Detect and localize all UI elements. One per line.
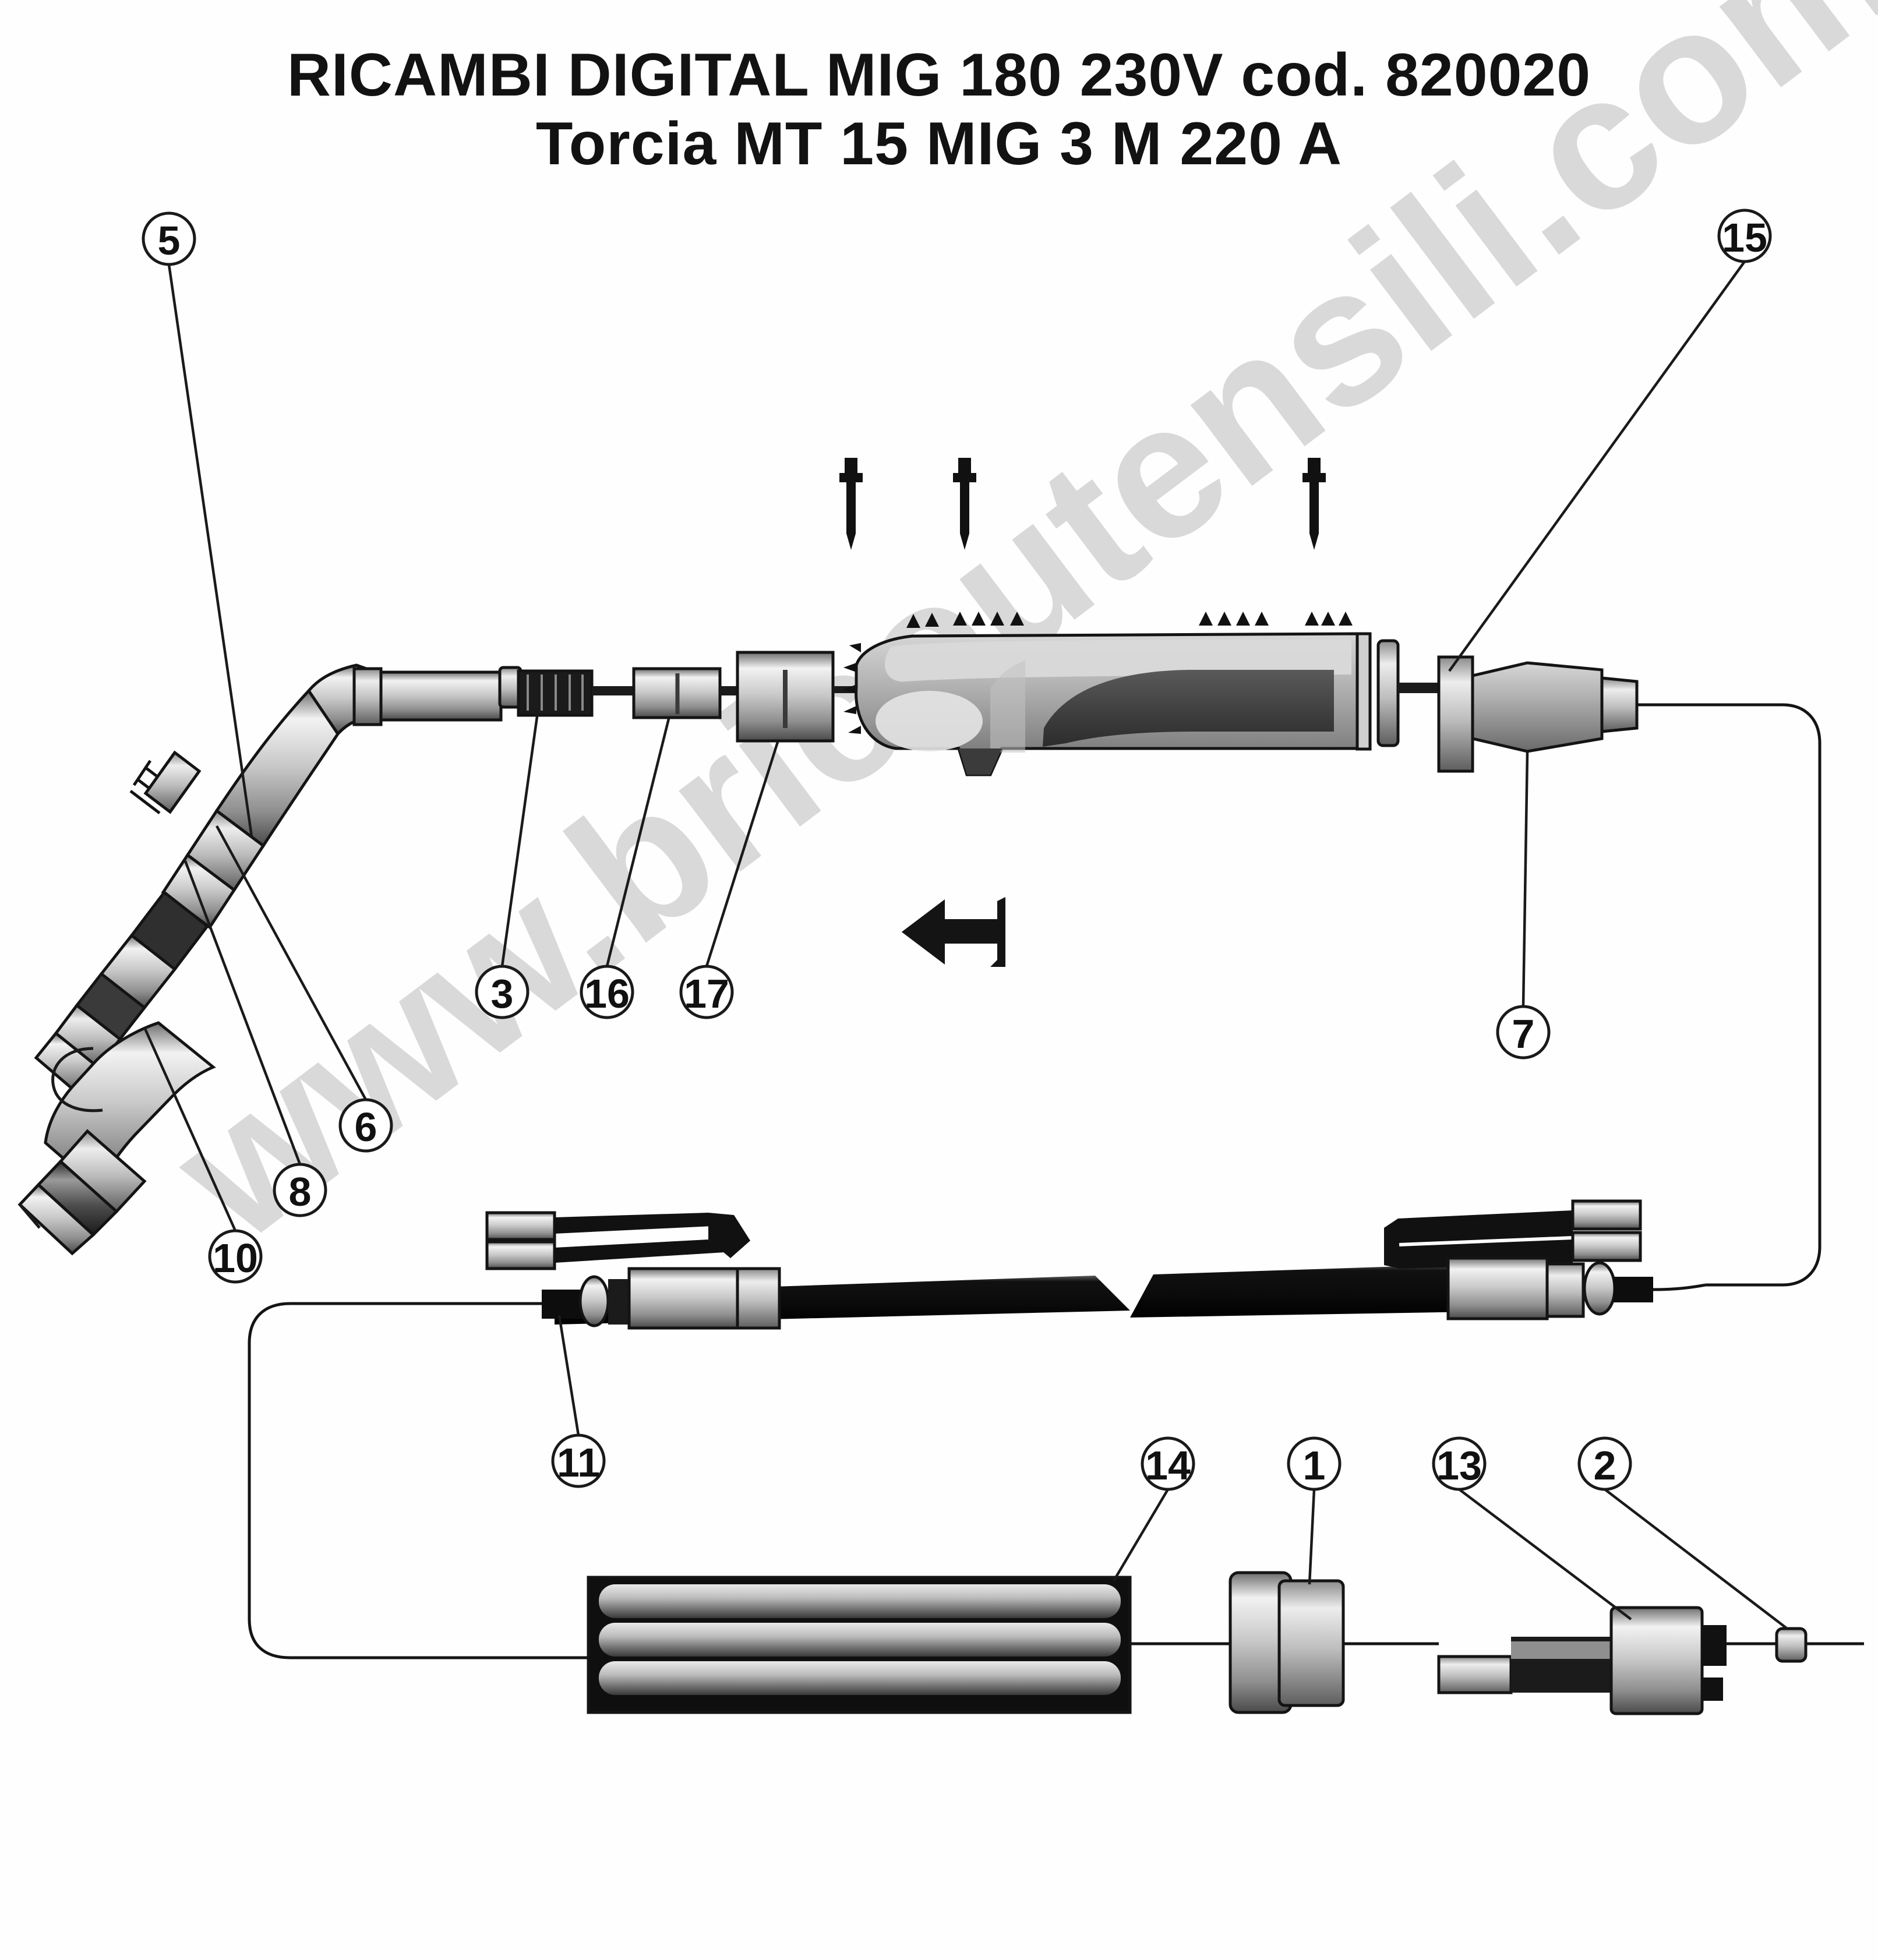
callout-17[interactable]: 17 — [679, 965, 734, 1019]
strain-relief-spring — [1376, 639, 1439, 747]
callout-circle — [580, 965, 634, 1019]
cable-lug-left — [485, 1211, 750, 1270]
callout-circle — [208, 1229, 263, 1284]
gas-nozzle — [129, 750, 236, 930]
neck-hardware-3 — [498, 666, 594, 717]
callout-circle — [338, 1098, 393, 1153]
callout-11[interactable]: 11 — [551, 1433, 606, 1488]
leader-16 — [605, 718, 670, 967]
leader-11 — [557, 1315, 580, 1436]
callout-circle — [142, 211, 196, 266]
cable-route-left — [248, 1302, 588, 1659]
leader-10 — [143, 1027, 237, 1231]
callout-label: 14 — [1145, 1443, 1191, 1488]
callout-circle — [1141, 1436, 1195, 1491]
callout-circle — [273, 1163, 327, 1217]
torch-handle-grip — [842, 612, 1372, 776]
callout-10[interactable]: 10 — [208, 1229, 263, 1284]
leader-5 — [167, 264, 253, 837]
callout-label: 10 — [213, 1235, 258, 1281]
callout-circle — [475, 965, 529, 1019]
nozzle-wire — [51, 1047, 103, 1113]
direction-arrow-left-icon — [902, 897, 1005, 967]
leader-3 — [500, 708, 540, 967]
euro-connector-ferrule-left — [542, 1267, 781, 1330]
callout-label: 16 — [584, 971, 630, 1016]
neck-hardware-17 — [736, 651, 835, 743]
callout-7[interactable]: 7 — [1496, 1005, 1551, 1060]
callout-5[interactable]: 5 — [142, 211, 196, 266]
shaft-gap — [720, 686, 737, 695]
callout-label: 6 — [355, 1104, 377, 1150]
callout-label: 2 — [1594, 1443, 1616, 1488]
leader-14 — [1113, 1488, 1169, 1582]
callout-label: 15 — [1722, 215, 1767, 260]
callout-circle — [1287, 1436, 1342, 1491]
callout-label: 11 — [557, 1440, 600, 1485]
callout-16[interactable]: 16 — [580, 965, 634, 1019]
swan-neck-tube — [214, 663, 503, 848]
callout-label: 7 — [1512, 1011, 1535, 1057]
leader-8 — [183, 860, 302, 1165]
callout-1[interactable]: 1 — [1287, 1436, 1342, 1491]
handle-screw — [953, 458, 976, 550]
callout-circle — [551, 1433, 606, 1488]
euro-connector-ferrule-right — [1446, 1256, 1706, 1320]
terminal-pin — [1775, 1627, 1864, 1663]
callout-label: 17 — [684, 971, 729, 1016]
leader-17 — [705, 741, 779, 967]
leader-13 — [1458, 1488, 1632, 1620]
callout-14[interactable]: 14 — [1141, 1436, 1195, 1491]
cable-route-right — [1637, 703, 1821, 1287]
callout-6[interactable]: 6 — [338, 1098, 393, 1153]
leader-6 — [216, 825, 367, 1101]
handle-screw — [1302, 458, 1326, 550]
rear-handle-cap — [1437, 655, 1639, 773]
callout-label: 5 — [158, 218, 181, 263]
euro-connector-body — [1437, 1606, 1777, 1715]
torch-liner-coil — [587, 1576, 1230, 1714]
callout-layer: 5 15 3 16 17 7 68 10 11 14 1 13 2 — [142, 209, 1772, 1491]
callout-circle — [1577, 1436, 1632, 1491]
callout-label: 8 — [289, 1169, 312, 1214]
callout-circle — [1496, 1005, 1551, 1060]
callout-circle — [1432, 1436, 1487, 1491]
callout-label: 3 — [491, 971, 514, 1016]
callout-label: 13 — [1436, 1443, 1482, 1488]
leader-15 — [1448, 260, 1746, 672]
leader-7 — [1522, 752, 1529, 1007]
gas-diffuser-nozzle — [17, 1021, 216, 1256]
leader-2 — [1604, 1488, 1788, 1630]
callout-8[interactable]: 8 — [273, 1163, 327, 1217]
euro-central-adaptor-nut — [1229, 1571, 1439, 1714]
neck-hardware-16 — [632, 667, 722, 719]
callout-13[interactable]: 13 — [1432, 1436, 1487, 1491]
callout-label: 1 — [1303, 1443, 1326, 1488]
connector-shaft — [592, 686, 635, 695]
leader-1 — [1308, 1489, 1316, 1585]
callout-2[interactable]: 2 — [1577, 1436, 1632, 1491]
callout-circle — [679, 965, 734, 1019]
callout-15[interactable]: 15 — [1717, 209, 1772, 263]
callout-circle — [1717, 209, 1772, 263]
callout-3[interactable]: 3 — [475, 965, 529, 1019]
cable-lug-right — [1384, 1199, 1642, 1269]
handle-screw — [839, 458, 863, 550]
